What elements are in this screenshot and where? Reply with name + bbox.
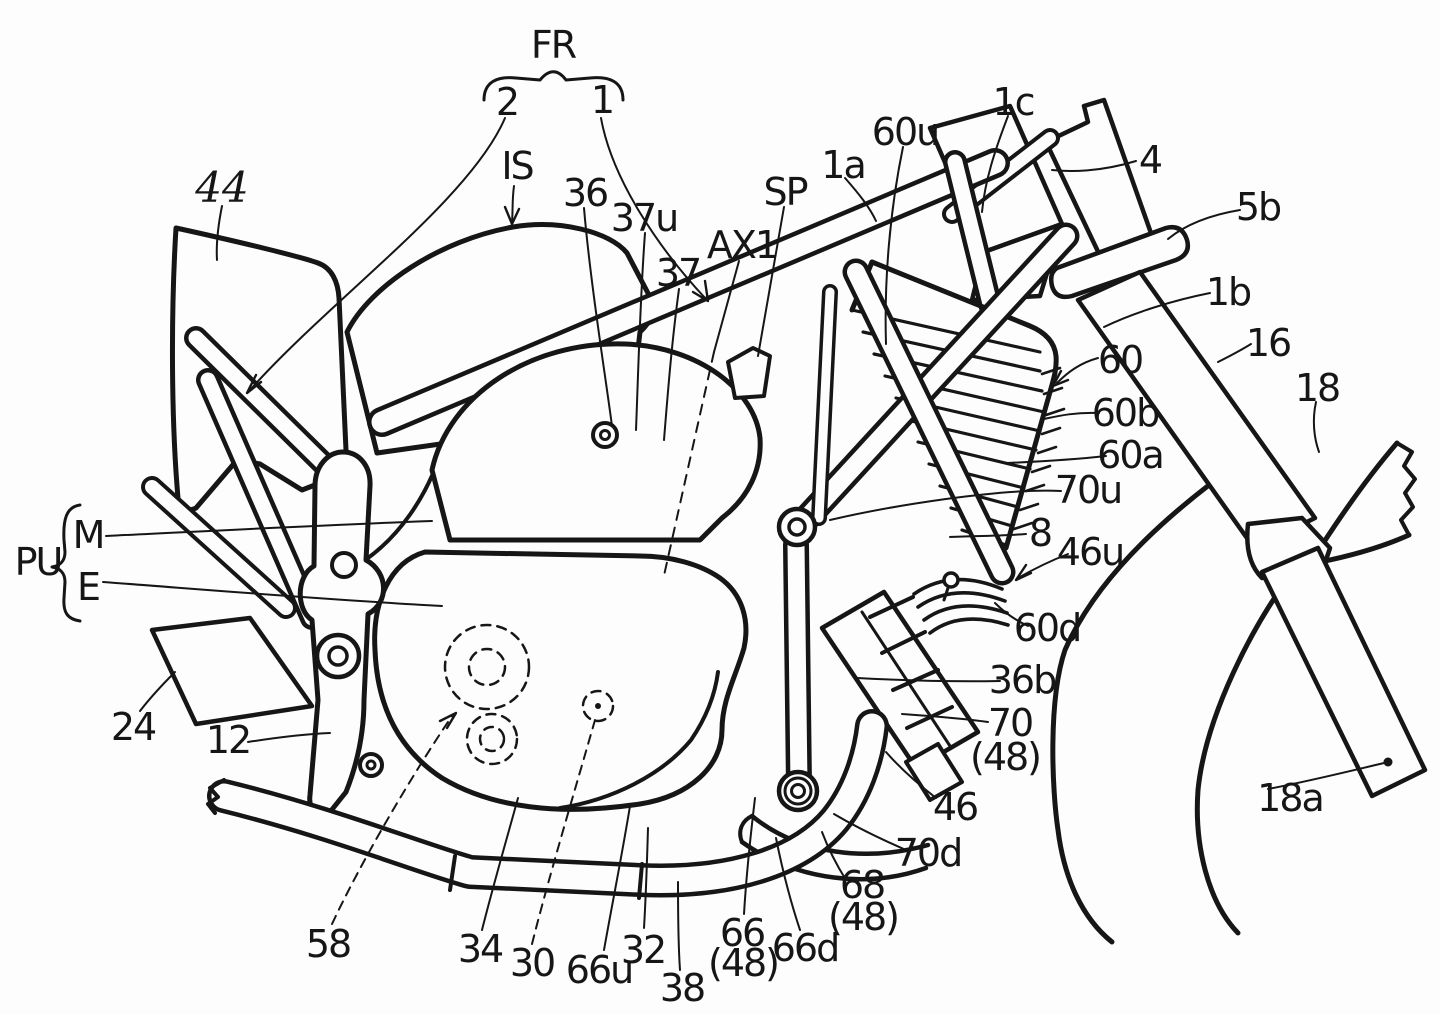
part-label-n60u: 60u — [871, 110, 940, 154]
part-label-n68p: (48) — [827, 895, 900, 939]
part-label-n16: 16 — [1245, 321, 1292, 365]
exhaust-pipe — [206, 709, 889, 900]
front-fork — [1043, 97, 1428, 799]
part-label-n46: 46 — [932, 785, 979, 829]
part-label-n37: 37 — [655, 251, 702, 295]
part-label-n46u: 46u — [1056, 530, 1125, 574]
fork-clamp — [1048, 225, 1191, 300]
fr-brace — [482, 70, 625, 102]
part-label-n1c: 1c — [992, 80, 1035, 124]
fairing-cowl — [141, 225, 350, 727]
part-label-n60d: 60d — [1013, 606, 1082, 650]
part-label-n38: 38 — [659, 966, 706, 1010]
part-label-n2: 2 — [495, 80, 520, 124]
part-label-ax1: AX1 — [706, 223, 779, 267]
part-label-n68: 68 — [839, 863, 886, 907]
part-label-n70: 70 — [987, 701, 1034, 745]
part-label-sp: SP — [763, 170, 808, 214]
part-label-n34: 34 — [457, 927, 504, 971]
part-label-n58: 58 — [305, 922, 352, 966]
part-label-n32: 32 — [620, 928, 667, 972]
shock-coil — [912, 577, 1010, 635]
part-label-n24: 24 — [110, 705, 157, 749]
part-label-n18: 18 — [1294, 366, 1341, 410]
part-label-n36b: 36b — [988, 658, 1057, 702]
part-label-pu: PU — [14, 540, 64, 584]
upper-pivot — [776, 506, 818, 548]
crankcase — [372, 549, 749, 812]
part-label-n66: 66 — [719, 911, 766, 955]
braces — [50, 70, 625, 623]
part-label-m: M — [72, 513, 106, 557]
engine — [372, 341, 772, 812]
part-label-n66d: 66d — [771, 926, 840, 970]
part-label-fr: FR — [530, 23, 577, 67]
fork-tube-upper — [1075, 269, 1318, 551]
part-label-n37u: 37u — [610, 196, 679, 240]
part-label-n70p: (48) — [969, 735, 1042, 779]
part-label-n5b: 5b — [1235, 185, 1282, 229]
fork-tube-lower — [1259, 545, 1428, 799]
pu-bracket — [297, 449, 386, 817]
part-label-n60: 60 — [1097, 338, 1144, 382]
part-label-e: E — [76, 565, 101, 609]
leader-arrowheads — [245, 205, 1070, 730]
pu-brace — [50, 503, 82, 623]
spark-plug — [726, 346, 772, 400]
part-label-n8: 8 — [1028, 511, 1053, 555]
shock-absorber — [819, 571, 1010, 802]
leader-lines — [102, 115, 1392, 971]
part-label-n60b: 60b — [1091, 391, 1160, 435]
fin-ticks — [1012, 366, 1066, 531]
part-label-n1a: 1a — [821, 143, 866, 187]
part-label-n18a: 18a — [1257, 776, 1325, 820]
part-label-n36: 36 — [562, 171, 609, 215]
part-label-n12: 12 — [205, 718, 252, 762]
part-label-n4: 4 — [1138, 138, 1163, 182]
part-label-n1b: 1b — [1205, 270, 1252, 314]
valve-knob — [942, 571, 960, 589]
part-label-n66p: (48) — [707, 941, 780, 985]
part-label-n70u: 70u — [1054, 468, 1123, 512]
part-label-n70d: 70d — [894, 831, 963, 875]
front-fender — [1050, 440, 1417, 945]
subframe-tubes — [791, 222, 1080, 586]
part-label-n30: 30 — [509, 941, 556, 985]
part-label-is: IS — [501, 144, 534, 188]
part-label-n66u: 66u — [565, 948, 634, 992]
lower-panel — [149, 615, 315, 727]
part-label-n60a: 60a — [1097, 433, 1165, 477]
part-label-n44: 44 — [195, 163, 249, 212]
part-label-n1: 1 — [590, 78, 615, 122]
